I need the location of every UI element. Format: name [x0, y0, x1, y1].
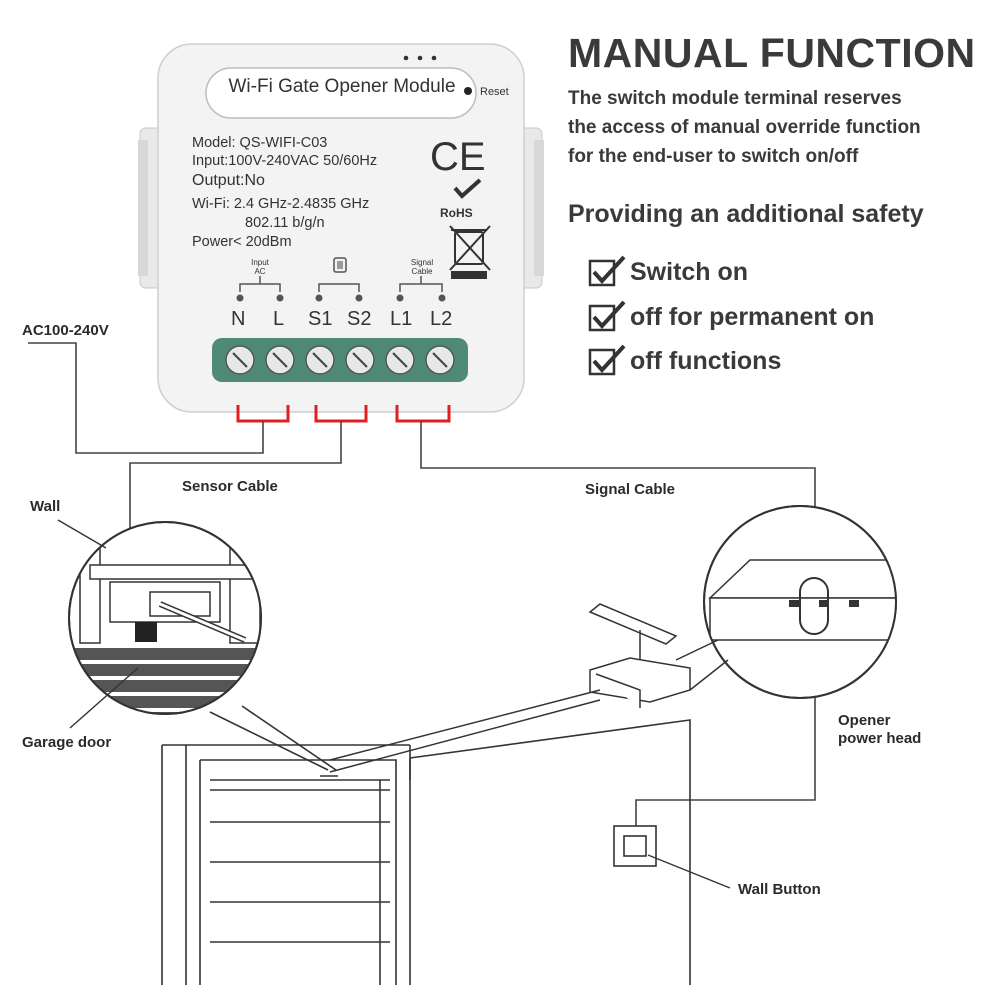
sensor-cable-label: Sensor Cable	[182, 478, 278, 495]
terminal-l: L	[273, 308, 285, 330]
label-line: Opener	[838, 712, 891, 729]
terminal-s1: S1	[308, 308, 333, 330]
group-label: AC	[254, 267, 266, 276]
feature-label: Switch on	[630, 258, 749, 286]
description-line: The switch module terminal reserves	[568, 88, 902, 109]
group-label: Signal	[410, 258, 434, 267]
description: The switch module terminal reserves the …	[568, 84, 988, 171]
garage-room	[161, 705, 691, 985]
opener-power-head	[329, 603, 729, 773]
wall-label: Wall	[30, 498, 61, 515]
ac-label: AC100-240V	[22, 322, 109, 339]
description-line: for the end-user to switch on/off	[568, 146, 859, 167]
module-name: Wi-Fi Gate Opener Module	[228, 76, 456, 97]
feature-item: off functions	[588, 345, 781, 376]
gate-opener-module: CE	[138, 43, 544, 413]
page-title: MANUAL FUNCTION	[568, 30, 976, 76]
wall-button-label: Wall Button	[738, 881, 821, 898]
signal-cable-label: Signal Cable	[585, 481, 676, 498]
signal-cable-group: Signal Cable	[400, 258, 444, 276]
output-text: Output:No	[192, 172, 265, 189]
description-line: the access of manual override function	[568, 117, 921, 138]
terminal-l1: L1	[390, 308, 413, 330]
power-text: Power< 20dBm	[192, 234, 292, 250]
group-label: Cable	[411, 267, 433, 276]
feature-item: Switch on	[588, 256, 748, 287]
weee-bin-icon	[449, 225, 491, 279]
terminal-s2: S2	[347, 308, 372, 330]
group-label: Input	[251, 258, 269, 267]
rohs-text: RoHS	[440, 206, 473, 220]
opener-inset	[703, 505, 897, 699]
feature-ticks	[588, 255, 626, 376]
feature-label: off functions	[630, 347, 782, 375]
input-text: Input:100V-240VAC 50/60Hz	[192, 153, 378, 169]
ce-mark: CE	[430, 135, 486, 179]
garage-door-label: Garage door	[22, 734, 112, 751]
terminal-screws	[225, 345, 455, 375]
terminal-l2: L2	[430, 308, 453, 330]
safety-heading: Providing an additional safety	[568, 200, 924, 228]
terminal-n: N	[231, 308, 246, 330]
reset-label: Reset	[480, 86, 509, 98]
wifi-std-text: 802.11 b/g/n	[245, 215, 325, 231]
label-line: power head	[838, 730, 922, 747]
wall-button-device	[613, 825, 657, 867]
model-text: Model: QS-WIFI-C03	[192, 135, 328, 151]
sensor-inset	[68, 521, 262, 715]
wifi-text: Wi-Fi: 2.4 GHz-2.4835 GHz	[192, 196, 370, 212]
opener-head-label: Opener power head	[838, 712, 921, 748]
feature-label: off for permanent on	[630, 303, 875, 331]
feature-item: off for permanent on	[588, 301, 874, 332]
input-ac-group: Input AC	[240, 258, 280, 276]
